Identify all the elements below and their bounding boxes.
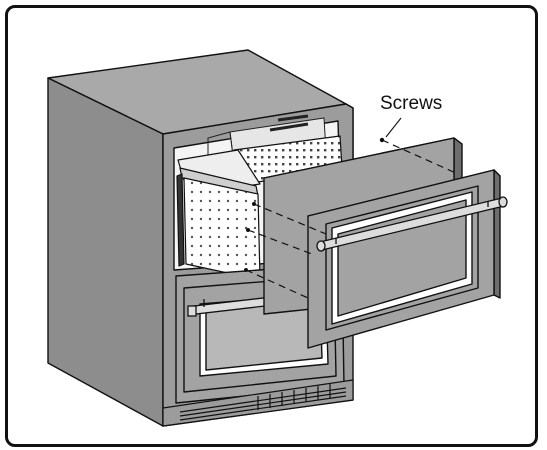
screw-alignment-lines bbox=[245, 139, 459, 299]
callout-label: Screws bbox=[380, 93, 442, 114]
diagram-frame: Screws bbox=[5, 5, 538, 447]
screws-callout: Screws bbox=[380, 93, 442, 138]
panel-handle bbox=[316, 196, 508, 252]
drawer-basket bbox=[176, 135, 343, 281]
decorative-panel bbox=[307, 169, 501, 349]
drawer-panel-install-diagram: Screws bbox=[47, 49, 508, 427]
screw-dots bbox=[244, 137, 385, 272]
kick-plate-vent bbox=[162, 379, 354, 427]
cabinet-left-side bbox=[47, 77, 164, 427]
callout-leader-line bbox=[385, 117, 402, 138]
